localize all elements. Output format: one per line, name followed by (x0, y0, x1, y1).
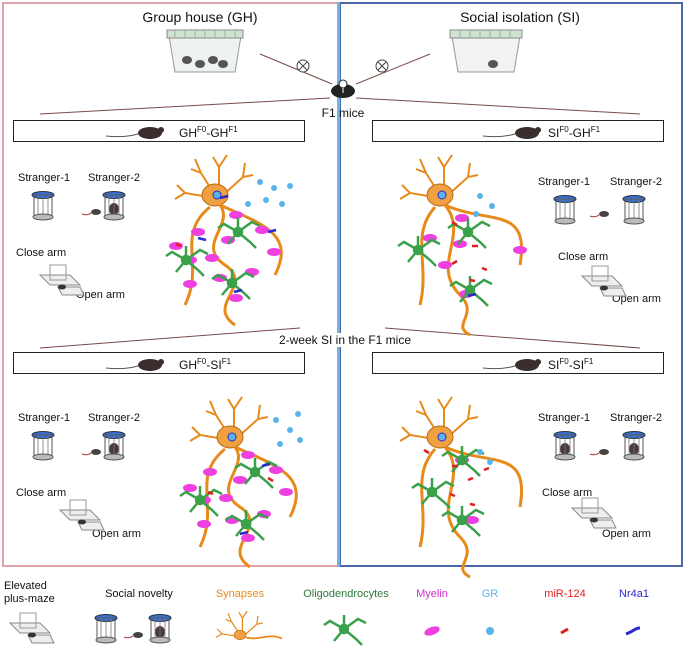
mouse-icon (105, 359, 164, 371)
group-house-header: Group house (GH) (142, 9, 258, 25)
stranger-2-label: Stranger-2 (610, 412, 662, 424)
group-si-si-box: SIF0-SIF1 (372, 352, 664, 374)
stranger-1-label: Stranger-1 (538, 412, 590, 424)
mouse-icon (482, 127, 541, 139)
legend-gr-icon (486, 627, 494, 635)
social-isolation-header: Social isolation (SI) (460, 9, 580, 25)
close-arm-label: Close arm (16, 487, 67, 499)
group-label-si-gh: SIF0-GHF1 (548, 125, 601, 140)
legend-epm-icon (9, 612, 55, 644)
group-label-gh-gh: GHF0-GHF1 (179, 125, 238, 140)
close-arm-label: Close arm (542, 487, 593, 499)
mating-lines (39, 53, 641, 115)
legend-nr4a1-label: Nr4a1 (619, 588, 649, 600)
open-arm-label: Open arm (92, 528, 141, 540)
legend-oligodendrocyte-icon (322, 613, 368, 647)
si-lines (39, 327, 641, 349)
si-f1-label: 2-week SI in the F1 mice (270, 333, 420, 347)
legend-myelin-icon (424, 626, 440, 636)
stranger-2-label: Stranger-2 (88, 412, 140, 424)
social-isolation-panel (339, 2, 683, 567)
legend-mir124-icon (560, 627, 569, 635)
legend-myelin-label: Myelin (416, 588, 448, 600)
group-gh-si-box: GHF0-SIF1 (13, 352, 305, 374)
mouse-icon (482, 359, 541, 371)
legend-mir124-label: miR-124 (544, 588, 586, 600)
legend-icons (9, 610, 641, 647)
stranger-2-label: Stranger-2 (88, 172, 140, 184)
group-gh-gh-box: GHF0-GHF1 (13, 120, 305, 142)
legend-synapse-icon (215, 610, 283, 641)
stranger-1-label: Stranger-1 (538, 176, 590, 188)
stranger-1-label: Stranger-1 (18, 172, 70, 184)
panel-divider (337, 2, 340, 567)
stranger-1-label: Stranger-1 (18, 412, 70, 424)
open-arm-label: Open arm (76, 289, 125, 301)
legend-nr4a1-icon (625, 626, 641, 636)
isolation-cage-icon (449, 29, 523, 73)
close-arm-label: Close arm (558, 251, 609, 263)
open-arm-label: Open arm (602, 528, 651, 540)
group-house-panel (2, 2, 339, 567)
stranger-2-label: Stranger-2 (610, 176, 662, 188)
legend-synapses-label: Synapses (215, 588, 265, 600)
group-si-gh-box: SIF0-GHF1 (372, 120, 664, 142)
close-arm-label: Close arm (16, 247, 67, 259)
f1-mice-label: F1 mice (321, 106, 365, 120)
mouse-icon (105, 127, 164, 139)
legend-social-novelty-icon (94, 614, 172, 644)
legend-social-novelty-label: Social novelty (105, 588, 173, 600)
group-label-si-si: SIF0-SIF1 (548, 357, 594, 372)
legend-oligodendrocytes-label: Oligodendrocytes (303, 588, 389, 600)
legend-gr-label: GR (481, 588, 499, 600)
group-label-gh-si: GHF0-SIF1 (179, 357, 232, 372)
group-house-cage-icon (166, 29, 244, 73)
neuron-illustrations (164, 154, 527, 579)
